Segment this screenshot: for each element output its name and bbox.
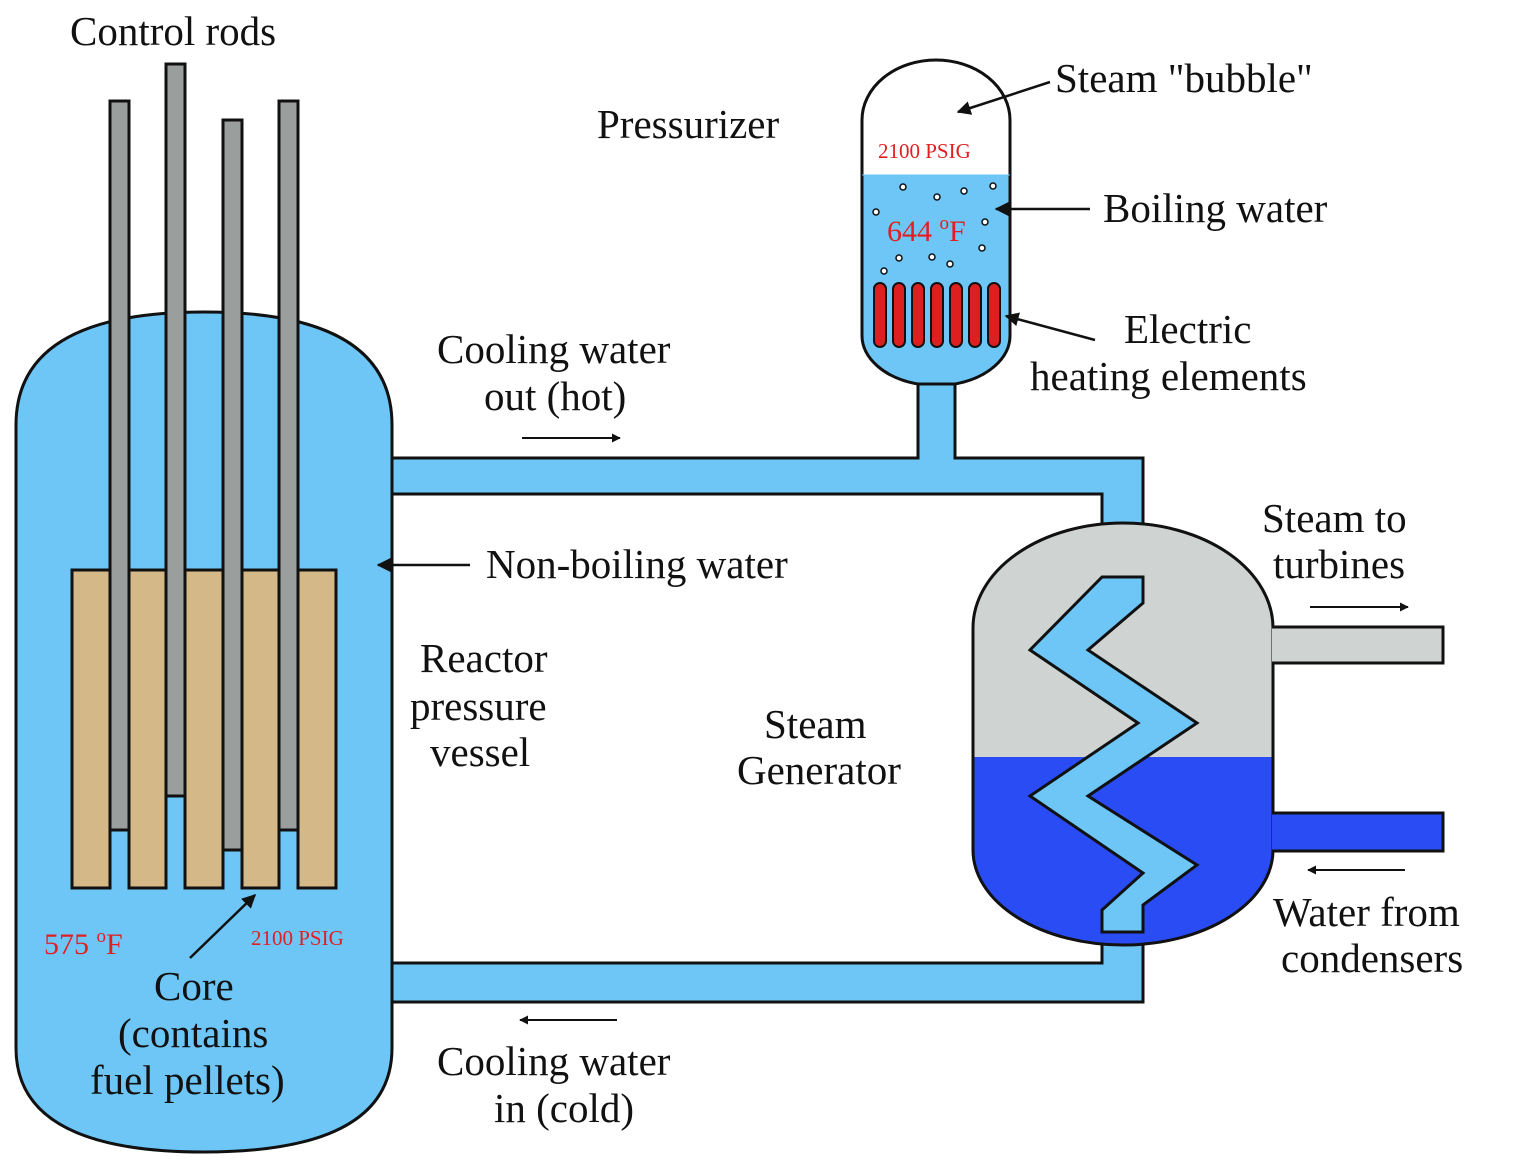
control-rod-3 [221,118,244,852]
steam-bubble-arrow [956,80,1051,115]
core-label-line2: (contains [118,1010,268,1056]
cooling-in-label-line1: Cooling water [437,1038,671,1084]
steam-turbines-label-line1: Steam to [1262,495,1407,541]
steam-outlet-pipe [1272,625,1445,665]
control-rods [108,62,300,852]
pressurizer-pressure-label: 2100 PSIG [878,139,971,163]
electric-label-line2: heating elements [1030,353,1307,399]
condensers-label-line2: condensers [1281,935,1463,981]
reactor-label-line3: vessel [430,729,530,775]
condensers-label-line1: Water from [1273,889,1460,935]
steam-generator-label-line1: Steam [764,701,867,747]
control-rod-2 [164,62,187,798]
control-rod-1 [108,99,131,832]
core-label-line1: Core [154,963,234,1009]
sg-tube-bundle [1027,575,1200,934]
heating-elements [873,282,1001,348]
core-label-line3: fuel pellets) [90,1057,285,1103]
cooling-out-label-line2: out (hot) [484,373,626,419]
reactor-label-line1: Reactor [420,635,548,681]
control-rod-4 [277,99,300,832]
steam-generator [971,521,1275,947]
steam-generator-label-line2: Generator [737,747,901,793]
core-pressure-label: 2100 PSIG [251,926,344,950]
control-rods-label: Control rods [70,8,276,54]
cooling-out-label-line1: Cooling water [437,326,671,372]
steam-turbines-label-line2: turbines [1273,541,1405,587]
reactor-label-line2: pressure [410,683,547,729]
core-arrow [189,894,257,959]
boiling-bubbles [872,182,997,275]
cooling-in-label-line2: in (cold) [494,1085,634,1131]
boiling-water-label: Boiling water [1103,185,1328,231]
hot-leg-pipe [378,378,1145,612]
non-boiling-label: Non-boiling water [486,541,788,587]
steam-bubble-label: Steam "bubble" [1055,55,1313,101]
pressurizer-label: Pressurizer [597,101,780,147]
feedwater-inlet-pipe [1272,811,1445,853]
heating-elements-arrow [1004,312,1096,342]
pressurizer-temp-label: 644 oF [887,213,966,248]
core-temp-label: 575 oF [44,926,123,961]
electric-label-line1: Electric [1124,306,1251,352]
